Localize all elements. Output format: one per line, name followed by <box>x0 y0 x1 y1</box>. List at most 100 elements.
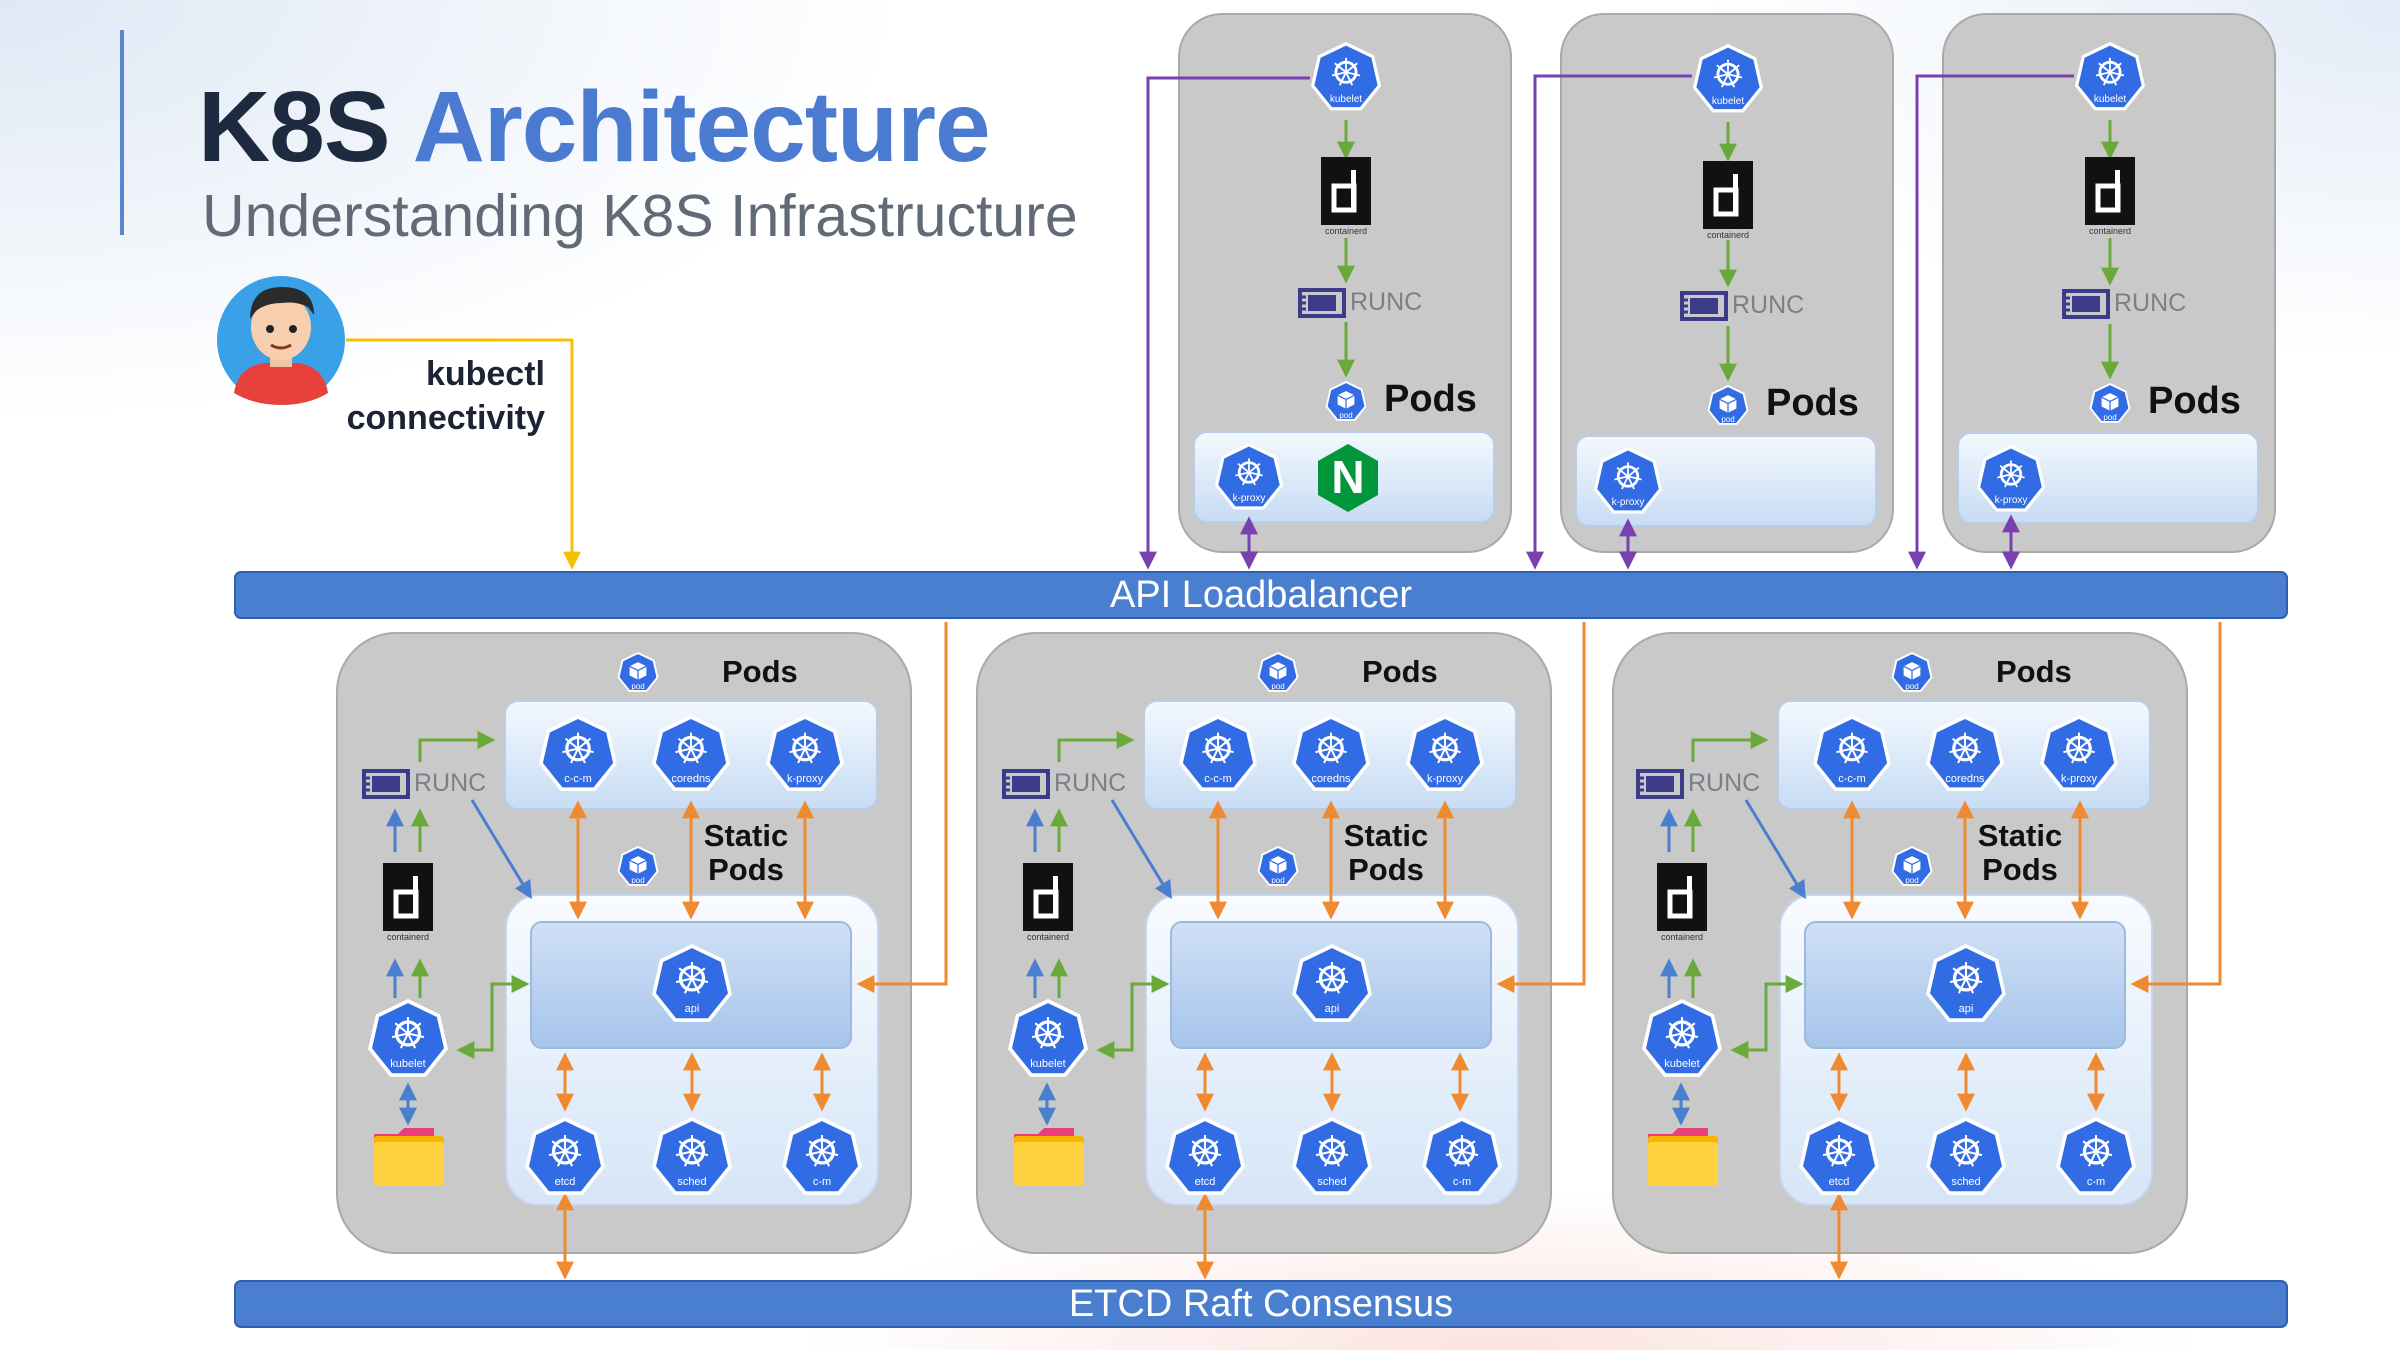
cp1-runc-icon-label: RUNC <box>414 769 487 797</box>
cp1-cm-icon-label: c-m <box>812 1176 832 1189</box>
cp3-pods-label: Pods <box>1996 654 2072 689</box>
nginx-letter: N <box>1331 451 1365 503</box>
cp1-sched-icon-label: sched <box>677 1176 707 1189</box>
cp1-static-pod-icon: pod <box>617 846 659 888</box>
w1-kproxy-icon-label: k-proxy <box>1232 493 1266 505</box>
w1-pod-icon-label: pod <box>1339 411 1353 421</box>
cp1-runc-to-static <box>470 799 532 900</box>
page-title: K8S Architecture <box>198 70 991 185</box>
cp1-static-pod-icon-label: pod <box>631 876 645 886</box>
cp3-coredns-icon-label: coredns <box>1945 772 1985 785</box>
cp3-api-icon: api <box>1925 944 2007 1026</box>
cp-1-api-panel <box>530 921 852 1049</box>
cp1-ccm-icon-label: c-c-m <box>564 772 592 785</box>
w3-kubelet-icon: kubelet <box>2074 42 2146 114</box>
w2-kproxy-icon-label: k-proxy <box>1611 497 1645 509</box>
cp2-coredns-icon-label: coredns <box>1311 772 1351 785</box>
cp1-manifests-folder-icon <box>372 1126 446 1193</box>
cp3-static-pod-icon: pod <box>1891 846 1933 888</box>
nginx-pod-icon: N <box>1316 442 1380 519</box>
w1-kubelet-icon: kubelet <box>1310 42 1382 114</box>
w1-kubelet-icon-label: kubelet <box>1329 93 1363 105</box>
w1-pods-label: Pods <box>1384 378 1477 420</box>
w1-containerd-icon-label: containerd <box>1324 226 1368 236</box>
w1-pod-icon: pod <box>1325 381 1367 423</box>
cp3-containerd-icon-label: containerd <box>1660 932 1704 942</box>
cp2-pods-pod-icon: pod <box>1257 652 1299 694</box>
w2-kproxy-icon: k-proxy <box>1593 447 1663 517</box>
cp2-etcd-icon-label: etcd <box>1194 1176 1216 1189</box>
w2-pod-icon: pod <box>1707 385 1749 427</box>
w2-runc-icon: RUNC <box>1680 290 1810 324</box>
cp1-kubelet-icon-label: kubelet <box>390 1058 426 1071</box>
w2-runc-icon-label: RUNC <box>1732 291 1805 319</box>
cp2-etcd-icon: etcd <box>1164 1117 1246 1199</box>
cp2-static-line2: Pods <box>1348 852 1424 887</box>
cp2-containerd-icon: containerd <box>1022 862 1074 944</box>
cp3-static-pod-icon-label: pod <box>1905 876 1919 886</box>
cp3-sched-icon: sched <box>1925 1117 2007 1199</box>
kubectl-line2: connectivity <box>346 399 545 437</box>
w1-runc-icon: RUNC <box>1298 287 1428 321</box>
title-accent-line <box>120 30 124 235</box>
cp2-static-line1: Static <box>1343 818 1429 853</box>
cp2-kubelet-to-api <box>1096 975 1170 1059</box>
cp1-pods-label: Pods <box>722 654 798 689</box>
w3-kubelet-to-lb <box>1908 74 2074 570</box>
w3-pod-icon-label: pod <box>2103 413 2117 423</box>
w3-pods-label: Pods <box>2148 380 2241 422</box>
cp2-api-icon-label: api <box>1324 1003 1340 1016</box>
cp3-kubelet-icon: kubelet <box>1641 999 1723 1081</box>
w1-containerd-icon: containerd <box>1320 156 1372 238</box>
cp2-static-pod-icon: pod <box>1257 846 1299 888</box>
cp3-runc-to-pods <box>1691 731 1769 762</box>
cp3-etcd-icon-label: etcd <box>1828 1176 1850 1189</box>
cp1-containerd-icon-label: containerd <box>386 932 430 942</box>
cp1-etcd-icon-label: etcd <box>554 1176 576 1189</box>
w3-kproxy-icon: k-proxy <box>1976 445 2046 515</box>
cp2-containerd-icon-label: containerd <box>1026 932 1070 942</box>
cp1-static-line1: Static <box>703 818 789 853</box>
page-subtitle: Understanding K8S Infrastructure <box>202 183 1078 249</box>
cp3-runc-icon: RUNC <box>1636 768 1766 802</box>
cp3-cm-icon-label: c-m <box>2086 1176 2106 1189</box>
cp3-containerd-icon: containerd <box>1656 862 1708 944</box>
w3-runc-icon-label: RUNC <box>2114 289 2187 317</box>
cp2-sched-icon: sched <box>1291 1117 1373 1199</box>
cp2-ccm-icon: c-c-m <box>1178 715 1258 795</box>
cp1-containerd-icon: containerd <box>382 862 434 944</box>
cp2-kubelet-icon: kubelet <box>1007 999 1089 1081</box>
cp1-coredns-icon-label: coredns <box>671 772 711 785</box>
cp1-runc-icon: RUNC <box>362 768 492 802</box>
w3-containerd-icon: containerd <box>2084 156 2136 238</box>
cp1-kproxy-icon-label: k-proxy <box>786 772 824 785</box>
cp2-coredns-icon: coredns <box>1291 715 1371 795</box>
w3-containerd-icon-label: containerd <box>2088 226 2132 236</box>
cp3-sched-icon-label: sched <box>1951 1176 1981 1189</box>
cp3-etcd-icon: etcd <box>1798 1117 1880 1199</box>
cp2-runc-to-pods <box>1057 731 1135 762</box>
cp2-kproxy-icon-label: k-proxy <box>1426 772 1464 785</box>
w2-containerd-icon-label: containerd <box>1706 230 1750 240</box>
cp2-cm-icon-label: c-m <box>1452 1176 1472 1189</box>
cp3-kubelet-to-api <box>1730 975 1804 1059</box>
cp3-kproxy-icon-label: k-proxy <box>2060 772 2098 785</box>
cp3-static-line2: Pods <box>1982 852 2058 887</box>
cp1-ccm-icon: c-c-m <box>538 715 618 795</box>
title-architecture: Architecture <box>412 71 991 183</box>
cp3-api-icon-label: api <box>1958 1003 1974 1016</box>
cp2-sched-icon-label: sched <box>1317 1176 1347 1189</box>
title-k8s: K8S <box>198 71 391 183</box>
user-avatar-icon <box>217 276 345 405</box>
cp1-lb-to-api <box>856 622 948 993</box>
cp3-ccm-icon: c-c-m <box>1812 715 1892 795</box>
cp3-runc-to-static <box>1744 799 1806 900</box>
cp1-kproxy-icon: k-proxy <box>765 715 845 795</box>
w3-pod-icon: pod <box>2089 383 2131 425</box>
cp2-kproxy-icon: k-proxy <box>1405 715 1485 795</box>
w1-kproxy-icon: k-proxy <box>1214 443 1284 513</box>
w3-runc-icon: RUNC <box>2062 288 2192 322</box>
cp1-kubelet-to-api <box>456 975 530 1059</box>
